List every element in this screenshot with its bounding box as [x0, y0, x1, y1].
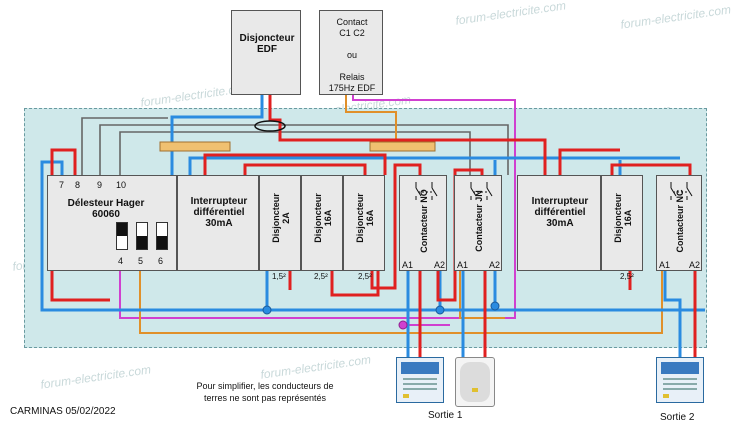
contactor-jn: Contacteur JN A1 A2 [454, 175, 502, 271]
switch-label-6: 6 [158, 256, 164, 266]
contactor-jn-a2: A2 [489, 260, 501, 270]
contactor-nc-a2: A2 [689, 260, 701, 270]
breaker-16a-3-section: 2,5² [620, 272, 634, 281]
dip-switch-4[interactable] [116, 222, 128, 250]
contactor-no-a2: A2 [434, 260, 446, 270]
contactor-nc-label: Contacteur NC [675, 189, 685, 253]
contactor-jn-switch-icon [470, 182, 493, 200]
radiator-icon-sortie-1 [396, 357, 444, 403]
contactor-jn-a1: A1 [457, 260, 469, 270]
contactor-no-switch-icon [415, 182, 438, 200]
radiator-icon-sortie-2 [656, 357, 704, 403]
terminal-10-label: 10 [116, 180, 127, 190]
contactor-nc: Contacteur NC A1 A2 [656, 175, 702, 271]
breaker-16a-1-section: 2,5² [314, 272, 328, 281]
contactor-no-a1: A1 [402, 260, 414, 270]
breaker-2a-section: 1,5² [272, 272, 286, 281]
contactor-nc-switch-icon [670, 182, 693, 200]
sortie-1-label: Sortie 1 [428, 410, 463, 421]
contactor-jn-label: Contacteur JN [474, 190, 484, 252]
switch-label-4: 4 [118, 256, 124, 266]
dip-switch-6[interactable] [156, 222, 168, 250]
terminal-8-label: 8 [75, 180, 81, 190]
dip-switch-5[interactable] [136, 222, 148, 250]
contactor-no: Contacteur NO A1 A2 [399, 175, 447, 271]
terminal-9-label: 9 [97, 180, 103, 190]
water-heater-icon [455, 357, 495, 407]
breaker-16a-2-section: 2,5² [358, 272, 372, 281]
author-date: CARMINAS 05/02/2022 [10, 406, 116, 417]
sortie-2-label: Sortie 2 [660, 412, 695, 423]
contactor-no-label: Contacteur NO [419, 189, 429, 253]
switch-label-5: 5 [138, 256, 144, 266]
terminal-7-label: 7 [59, 180, 65, 190]
contactor-nc-a1: A1 [659, 260, 671, 270]
